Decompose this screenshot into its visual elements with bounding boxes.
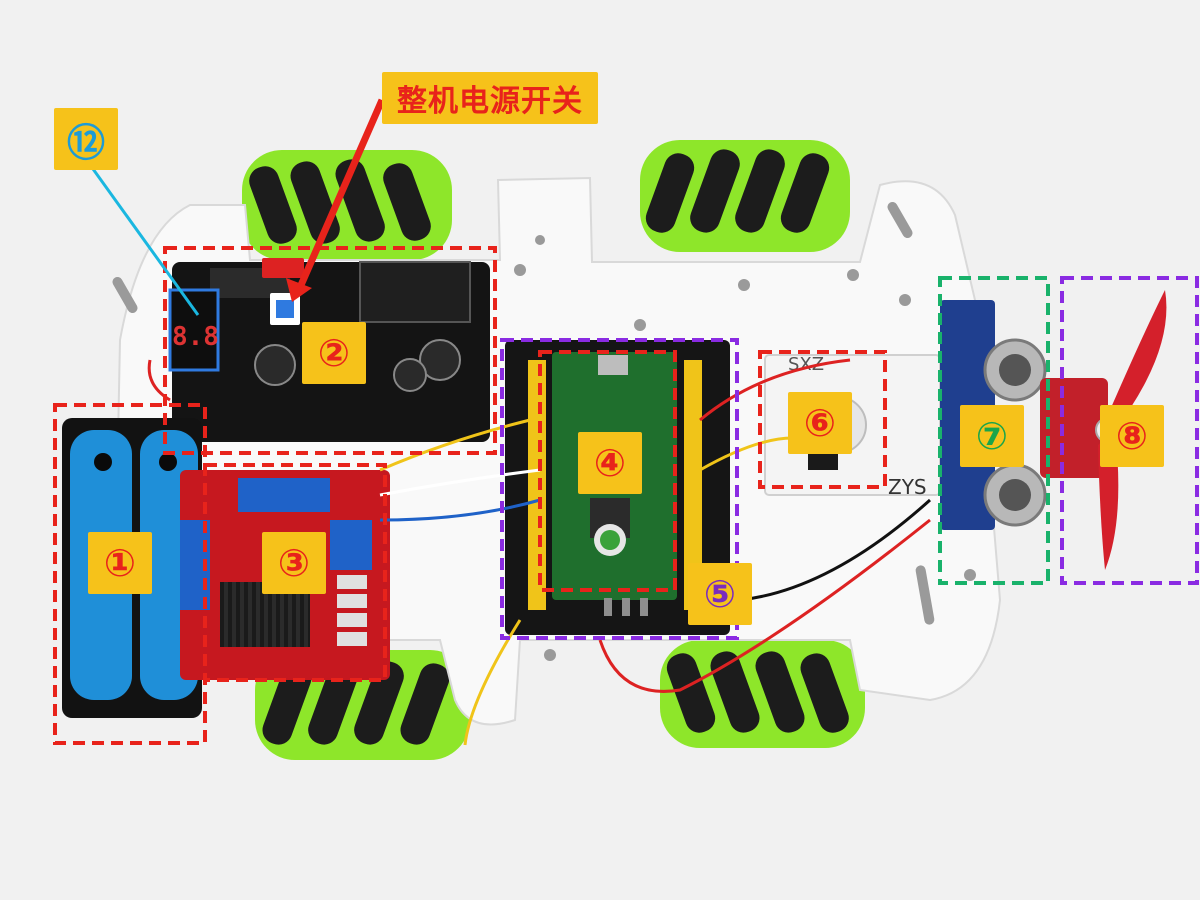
annotation-boxes <box>53 246 1199 745</box>
box-motor-driver <box>203 463 387 682</box>
servo-sensor-board: SXZ ZYS <box>764 354 941 499</box>
silkscreen-zys: ZYS <box>888 475 927 499</box>
power-switch-arrow-head <box>286 278 312 302</box>
callout-4: ④ <box>578 432 642 494</box>
power-switch-arrow-line <box>294 98 386 294</box>
box-battery <box>53 403 207 745</box>
svg-text:8.8: 8.8 <box>172 322 219 352</box>
callout-6: ⑥ <box>788 392 852 454</box>
callout-7: ⑦ <box>960 405 1024 467</box>
mecanum-wheel-front-left <box>242 150 452 260</box>
box-expansion <box>500 338 739 640</box>
power-switch-callout: 整机电源开关 <box>382 72 598 124</box>
callout-12: ⑫ <box>54 108 118 170</box>
callout-8: ⑧ <box>1100 405 1164 467</box>
box-pico <box>538 350 677 592</box>
callout-1: ① <box>88 532 152 594</box>
box-fan <box>1060 276 1199 585</box>
box-sensor-board <box>758 350 887 489</box>
fan-propeller <box>1040 290 1167 570</box>
display-leader-line <box>86 161 200 316</box>
callout-3: ③ <box>262 532 326 594</box>
mecanum-wheel-rear-right <box>660 640 865 748</box>
callout-5: ⑤ <box>688 563 752 625</box>
mecanum-wheel-front-right <box>640 140 850 252</box>
box-ultrasonic <box>938 276 1050 585</box>
callout-2: ② <box>302 322 366 384</box>
